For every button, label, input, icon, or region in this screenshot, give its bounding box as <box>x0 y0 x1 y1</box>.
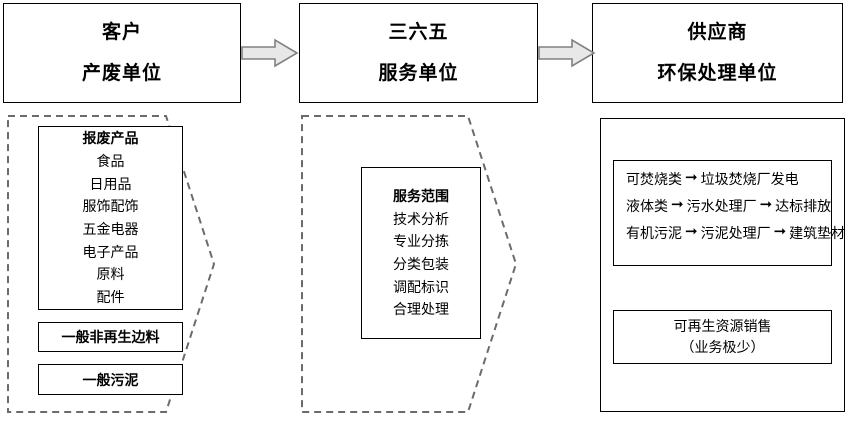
service-scope-stack: 服务范围 技术分析 专业分拣 分类包装 调配标识 合理处理 <box>362 168 480 338</box>
actor-service-line2: 服务单位 <box>378 63 459 84</box>
list-item: 分类包装 <box>393 256 449 272</box>
list-item: 合理处理 <box>393 301 449 318</box>
dashed-pentagon-service <box>300 114 518 414</box>
resale-title: 可再生资源销售 <box>673 318 772 334</box>
card-non-recyclable-scrap[interactable]: 一般非再生边料 <box>38 322 183 352</box>
resale-note: （业务极少） <box>680 339 765 355</box>
list-item: 原料 <box>96 266 125 283</box>
actor-box-customer[interactable]: 客户 产废单位 <box>3 3 241 103</box>
disposal-mid: 污泥处理厂 <box>700 224 771 241</box>
arrow-right-icon: ➞ <box>685 169 698 186</box>
card-service-scope[interactable]: 服务范围 技术分析 专业分拣 分类包装 调配标识 合理处理 <box>361 167 481 339</box>
list-item: 可焚烧类 ➞ 垃圾焚烧厂发电 <box>626 169 831 187</box>
list-item: 电子产品 <box>82 243 139 260</box>
actor-box-service[interactable]: 三六五 服务单位 <box>299 3 538 103</box>
non-recyclable-scrap-label: 一般非再生边料 <box>61 329 160 345</box>
disposal-mid: 污水处理厂 <box>686 197 757 214</box>
arrow-right-icon: ➞ <box>773 223 787 240</box>
arrow-right-icon: ➞ <box>685 223 698 240</box>
actor-customer-line2: 产废单位 <box>81 63 162 84</box>
disposal-source: 液体类 <box>626 197 668 214</box>
actor-supplier-line1: 供应商 <box>687 22 748 43</box>
list-item: 专业分拣 <box>393 233 449 250</box>
disposal-routes-list: 可焚烧类 ➞ 垃圾焚烧厂发电 液体类 ➞ 污水处理厂 ➞ 达标排放 有机污泥 ➞… <box>614 161 845 265</box>
list-item: 五金电器 <box>82 221 139 237</box>
actor-box-supplier[interactable]: 供应商 环保处理单位 <box>592 3 843 103</box>
disposal-end: 达标排放 <box>775 197 832 214</box>
general-sludge-label: 一般污泥 <box>82 371 139 388</box>
card-scrap-products[interactable]: 报废产品 食品 日用品 服饰配饰 五金电器 电子产品 原料 配件 <box>38 126 183 310</box>
list-item: 服饰配饰 <box>82 198 139 215</box>
disposal-end: 建筑垫材 <box>789 224 846 241</box>
arrow-right-icon: ➞ <box>759 196 773 213</box>
card-general-sludge[interactable]: 一般污泥 <box>38 364 183 395</box>
card-renewable-resource-sales[interactable]: 可再生资源销售 （业务极少） <box>613 310 832 364</box>
disposal-source: 有机污泥 <box>626 224 682 241</box>
list-item: 有机污泥 ➞ 污泥处理厂 ➞ 建筑垫材 <box>626 223 845 241</box>
list-item: 配件 <box>96 289 125 306</box>
actor-service-line1: 三六五 <box>388 22 449 43</box>
disposal-source: 可焚烧类 <box>626 170 682 187</box>
list-item: 日用品 <box>89 175 132 192</box>
resale-stack: 可再生资源销售 （业务极少） <box>614 311 831 363</box>
flow-arrow-service-to-supplier-icon <box>538 38 596 68</box>
dashed-pentagon-customer <box>6 114 216 414</box>
scrap-products-title: 报废产品 <box>82 130 139 147</box>
actor-supplier-line2: 环保处理单位 <box>657 63 778 84</box>
disposal-mid: 垃圾焚烧厂发电 <box>700 170 799 187</box>
list-item: 液体类 ➞ 污水处理厂 ➞ 达标排放 <box>626 196 832 214</box>
list-item: 调配标识 <box>393 278 449 295</box>
service-scope-title: 服务范围 <box>393 187 449 204</box>
list-item: 食品 <box>96 152 125 169</box>
arrow-right-icon: ➞ <box>671 196 684 213</box>
actor-customer-line1: 客户 <box>101 22 142 43</box>
list-item: 技术分析 <box>393 210 449 227</box>
card-disposal-routes[interactable]: 可焚烧类 ➞ 垃圾焚烧厂发电 液体类 ➞ 污水处理厂 ➞ 达标排放 有机污泥 ➞… <box>613 160 845 266</box>
flow-arrow-customer-to-service-icon <box>241 38 299 68</box>
scrap-products-stack: 报废产品 食品 日用品 服饰配饰 五金电器 电子产品 原料 配件 <box>39 127 182 309</box>
